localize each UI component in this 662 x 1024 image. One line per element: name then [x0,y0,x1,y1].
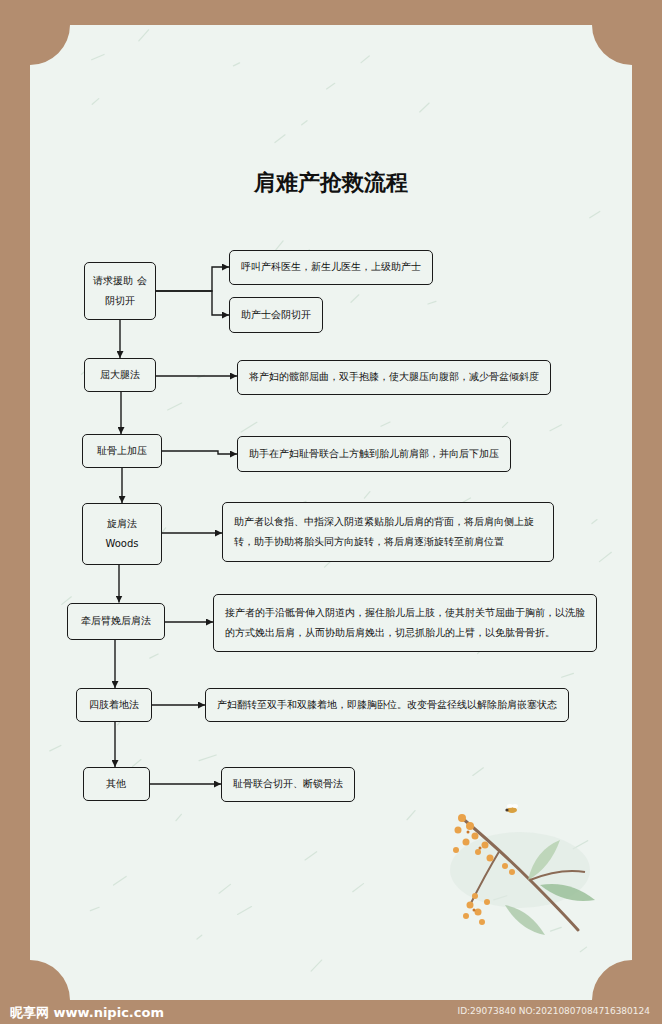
bee [505,804,518,813]
texture-stroke [238,907,252,915]
detail-box: 助手在产妇耻骨联合上方触到胎儿前肩部，并向后下加压 [237,436,511,472]
box-text: 其他 [92,774,141,794]
texture-stroke [325,562,331,567]
texture-stroke [276,241,283,250]
texture-stroke [92,99,98,105]
texture-stroke [473,768,484,776]
texture-stroke [90,907,99,910]
texture-stroke [590,211,600,217]
texture-stroke [361,56,369,63]
texture-stroke [592,520,597,524]
step-box: 牵后臂娩后肩法 [67,603,165,640]
texture-stroke [381,422,390,426]
detail-box: 助产士会阴切开 [229,297,323,333]
texture-stroke [428,301,436,304]
texture-stroke [176,814,181,820]
step-box: 其他 [83,767,150,801]
texture-stroke [599,552,611,561]
flow-arrow [162,532,222,533]
flow-arrow [114,640,115,689]
box-text: 旋肩法 Woods [91,514,153,554]
detail-box: 接产者的手沿骶骨伸入阴道内，握住胎儿后上肢，使其肘关节屈曲于胸前，以洗脸的方式娩… [213,594,597,652]
step-box: 耻骨上加压 [82,434,162,468]
texture-stroke [551,927,562,931]
flow-arrow [156,267,229,291]
flow-arrow [152,704,205,705]
box-text: 产妇翻转至双手和双膝着地，即膝胸卧位。改变骨盆径线以解除胎肩嵌塞状态 [217,695,557,715]
detail-box: 耻骨联合切开、断锁骨法 [221,767,355,802]
box-text: 请求援助 会阴切开 [93,271,147,311]
texture-stroke [150,654,158,658]
step-box: 请求援助 会阴切开 [84,262,156,320]
box-text: 助产士会阴切开 [241,305,311,325]
texture-stroke [562,673,574,677]
texture-stroke [92,54,104,59]
texture-stroke [139,30,149,41]
texture-stroke [305,852,317,860]
flow-arrow [150,783,222,784]
watermark-logo: 昵享网 www.nipic.com [10,1004,164,1022]
box-text: 接产者的手沿骶骨伸入阴道内，握住胎儿后上肢，使其肘关节屈曲于胸前，以洗脸的方式娩… [225,603,585,643]
texture-stroke [327,83,335,89]
box-text: 耻骨联合切开、断锁骨法 [233,774,343,794]
texture-stroke [580,947,586,952]
texture-stroke [420,103,429,112]
texture-stroke [241,422,257,432]
flow-arrow [119,320,120,358]
texture-stroke [302,121,307,125]
texture-stroke [353,884,364,892]
texture-stroke [199,755,216,761]
detail-box: 产妇翻转至双手和双膝着地，即膝胸卧位。改变骨盆径线以解除胎肩嵌塞状态 [205,688,569,722]
box-text: 助手在产妇耻骨联合上方触到胎儿前肩部，并向后下加压 [249,444,499,464]
flow-arrow [121,468,122,503]
box-text: 屈大腿法 [93,365,147,385]
box-text: 耻骨上加压 [91,441,153,461]
detail-box: 将产妇的髋部屈曲，双手抱膝，使大腿压向腹部，减少骨盆倾斜度 [237,360,551,395]
texture-stroke [550,425,562,431]
title: 肩难产抢救流程 [0,168,662,198]
step-box: 四肢着地法 [76,688,152,722]
texture-stroke [311,960,322,971]
box-text: 牵后臂娩后肩法 [76,611,156,631]
texture-stroke [502,422,507,427]
osmanthus-branch [450,804,595,935]
detail-box: 呼叫产科医生，新生儿医生，上级助产士 [229,250,433,285]
flow-arrow [162,451,237,454]
box-text: 将产妇的髋部屈曲，双手抱膝，使大腿压向腹部，减少骨盆倾斜度 [249,367,539,387]
texture-stroke [133,760,141,767]
watermark-id: ID:29073840 NO:20210807084716380124 [458,1006,651,1016]
texture-stroke [168,403,182,410]
flow-arrow [156,375,237,376]
flow-arrow [120,392,121,434]
texture-stroke [219,884,230,893]
texture-stroke [114,876,127,885]
texture-stroke [197,935,202,939]
box-text: 呼叫产科医生，新生儿医生，上级助产士 [241,257,421,277]
box-text: 助产者以食指、中指深入阴道紧贴胎儿后肩的背面，将后肩向侧上旋转，助手协助将胎头同… [234,512,542,552]
box-text: 四肢着地法 [85,695,143,715]
flow-arrow [114,722,115,767]
flow-arrow [165,621,213,622]
flow-arrow [156,291,229,315]
texture-stroke [233,63,239,66]
texture-stroke [351,295,359,302]
step-box: 旋肩法 Woods [82,503,162,565]
step-box: 屈大腿法 [84,358,156,392]
flow-arrow [118,565,119,603]
texture-stroke [50,745,61,750]
texture-stroke [275,135,285,143]
texture-stroke [407,811,415,820]
detail-box: 助产者以食指、中指深入阴道紧贴胎儿后肩的背面，将后肩向侧上旋转，助手协助将胎头同… [222,502,554,562]
texture-stroke [364,492,369,498]
